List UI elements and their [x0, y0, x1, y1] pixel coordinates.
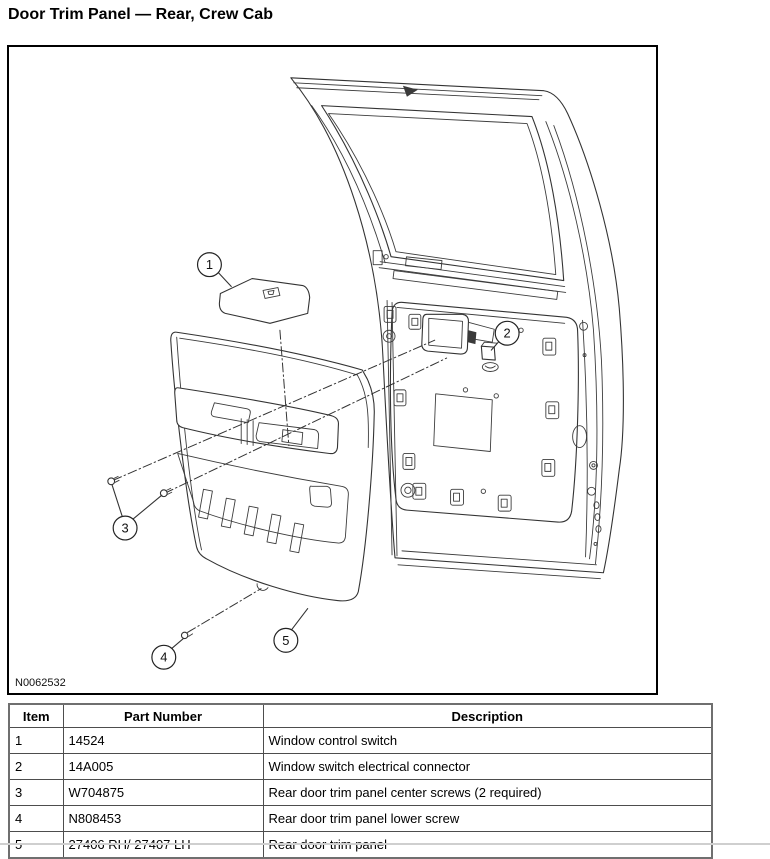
cell-item: 1	[8, 727, 64, 754]
switch-bezel-item1	[218, 278, 311, 324]
cell-part-number: 14524	[62, 727, 264, 754]
cell-part-number: N808453	[62, 805, 264, 832]
callout-circle-2	[494, 320, 520, 346]
cell-item: 3	[8, 779, 64, 806]
table-row: 4 N808453 Rear door trim panel lower scr…	[8, 805, 713, 832]
door-handle	[421, 313, 495, 355]
callout-label-3: 3	[122, 520, 129, 535]
cell-item: 2	[8, 753, 64, 780]
cell-description: Rear door trim panel center screws (2 re…	[262, 779, 713, 806]
cell-item: 4	[8, 805, 64, 832]
parts-table: Item Part Number Description 1 14524 Win…	[8, 703, 713, 859]
table-row: 3 W704875 Rear door trim panel center sc…	[8, 779, 713, 806]
screws	[107, 475, 194, 640]
assembly-axes	[112, 329, 448, 633]
cell-description: Window switch electrical connector	[262, 753, 713, 780]
cell-description: Window control switch	[262, 727, 713, 754]
cell-description: Rear door trim panel lower screw	[262, 805, 713, 832]
pocket-slots	[198, 488, 305, 554]
header-description: Description	[262, 703, 713, 728]
callout-circle-3	[112, 515, 138, 541]
figure-box: 1 2 3 4 5 N0062532	[7, 45, 658, 695]
page-title: Door Trim Panel — Rear, Crew Cab	[8, 6, 273, 23]
trim-panel-drawing	[170, 331, 375, 602]
header-part-number: Part Number	[62, 703, 264, 728]
table-header-row: Item Part Number Description	[8, 703, 713, 728]
figure-id: N0062532	[15, 677, 66, 689]
cell-part-number: 14A005	[62, 753, 264, 780]
bottom-divider	[0, 843, 770, 845]
callout-circle-1	[196, 252, 222, 278]
clip-holes	[383, 305, 560, 512]
armrest	[174, 387, 339, 455]
callout-label-2: 2	[504, 326, 511, 341]
cell-part-number: W704875	[62, 779, 264, 806]
callout-label-4: 4	[160, 650, 167, 665]
table-row: 2 14A005 Window switch electrical connec…	[8, 753, 713, 780]
callouts: 1 2 3 4 5	[111, 252, 520, 670]
callout-circle-5	[273, 627, 299, 653]
door-shell-drawing	[290, 77, 624, 580]
callout-label-5: 5	[282, 633, 289, 648]
callout-label-1: 1	[206, 257, 213, 272]
table-row: 1 14524 Window control switch	[8, 727, 713, 754]
header-item: Item	[8, 703, 64, 728]
door-trim-exploded-diagram: 1 2 3 4 5	[107, 77, 624, 670]
latch-strip	[572, 319, 602, 558]
callout-circle-4	[151, 644, 177, 670]
